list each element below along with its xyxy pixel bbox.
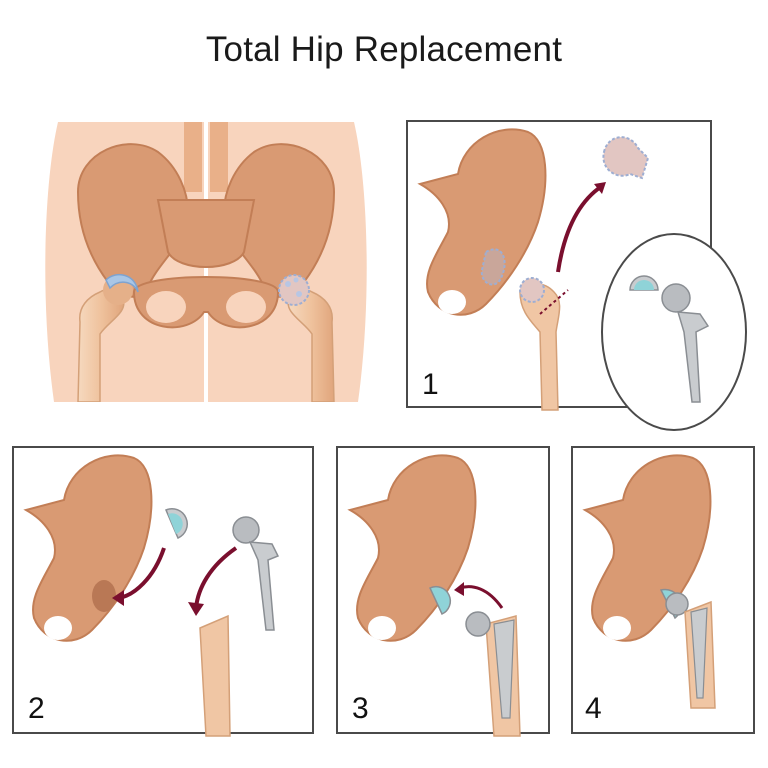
implant-inset bbox=[600, 232, 748, 432]
cut-line bbox=[539, 289, 569, 315]
acetabular-cup bbox=[629, 275, 659, 291]
step-number: 4 bbox=[585, 692, 602, 725]
cut-femur bbox=[199, 614, 231, 737]
sacrum bbox=[156, 199, 256, 268]
hip-bone bbox=[347, 454, 477, 642]
obturator-foramen-left bbox=[146, 291, 186, 323]
prepared-socket bbox=[92, 580, 116, 612]
step-number: 1 bbox=[422, 368, 439, 401]
femoral-ball bbox=[465, 611, 491, 637]
acetabulum-arthritic bbox=[480, 248, 506, 286]
hip-bone bbox=[23, 454, 153, 642]
hip-bone bbox=[417, 128, 547, 316]
step-4-panel: 4 bbox=[571, 446, 755, 734]
femoral-stem-implant bbox=[690, 607, 708, 699]
overview-pelvis-illustration bbox=[38, 122, 374, 403]
femur bbox=[519, 283, 561, 411]
femoral-ball bbox=[665, 592, 689, 616]
step-3-panel: 3 bbox=[336, 446, 550, 737]
left-cartilage bbox=[105, 273, 139, 293]
reduction-arrow bbox=[459, 585, 504, 609]
femoral-stem-implant bbox=[661, 283, 710, 403]
obturator-foramen bbox=[44, 616, 72, 640]
acetabular-cup bbox=[165, 508, 188, 539]
femoral-head-arthritic bbox=[519, 277, 545, 303]
step-number: 2 bbox=[28, 692, 45, 725]
femoral-stem-implant bbox=[232, 516, 280, 631]
obturator-foramen-right bbox=[226, 291, 266, 323]
obturator-foramen bbox=[603, 616, 631, 640]
stem-insert-arrow bbox=[194, 546, 238, 609]
removed-femoral-head bbox=[602, 136, 650, 180]
installed-cup bbox=[429, 585, 452, 615]
removal-arrow bbox=[556, 184, 604, 273]
page-title: Total Hip Replacement bbox=[205, 30, 563, 69]
spine bbox=[184, 122, 202, 192]
femoral-stem-implant bbox=[493, 619, 515, 719]
obturator-foramen bbox=[368, 616, 396, 640]
obturator-foramen bbox=[438, 290, 466, 314]
step-2-panel: 2 bbox=[12, 446, 314, 737]
step-number: 3 bbox=[352, 692, 369, 725]
